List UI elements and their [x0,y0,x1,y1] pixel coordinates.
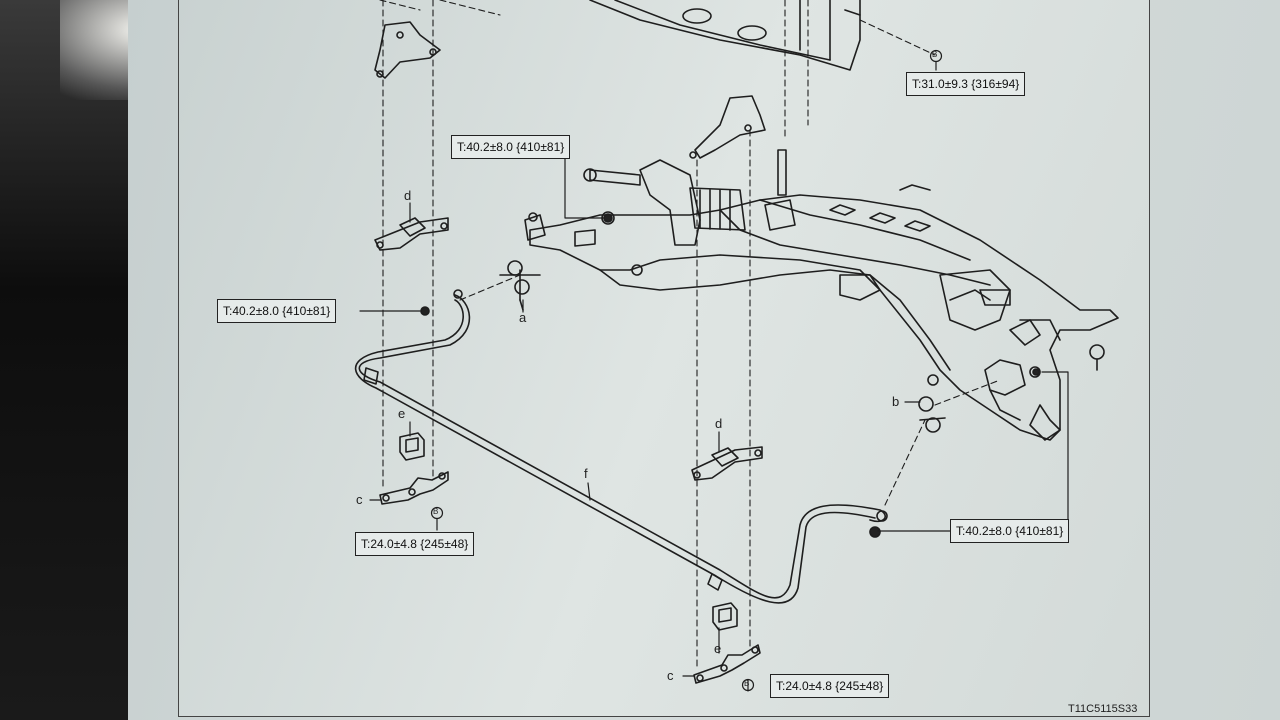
stabilizer-link-a [499,260,541,311]
bracket-c-center [693,644,761,684]
leader-lines [359,61,1069,692]
part-letter-c-left: c [356,492,363,507]
subframe-and-steering-rack [524,149,1119,441]
bracket-c-left [379,471,449,505]
part-letter-d-left: d [404,188,412,203]
upper-bracket-left [374,21,441,79]
diagram-page-frame [178,0,1150,717]
torque-label-bottom-left: T:24.0±4.8 {245±48} [355,532,475,556]
bracket-d-left [374,217,449,251]
part-letter-e-center: e [714,641,722,656]
torque-label-mid-left: T:40.2±8.0 {410±81} [217,299,337,323]
part-letter-c-center: c [667,668,674,683]
stabilizer-link-b [918,396,946,433]
part-letter-e-left: e [398,406,406,421]
torque-label-right: T:40.2±8.0 {410±81} [950,519,1070,543]
part-letter-a: a [519,310,527,325]
circled-letter-b-left: B [433,507,439,516]
part-letter-f: f [584,466,588,481]
part-letter-b: b [892,394,900,409]
torque-label-top-left: T:40.2±8.0 {410±81} [451,135,571,159]
front-crossmember-part [589,0,861,71]
circled-letter-b-center: B [744,679,750,688]
nuts [420,213,1040,538]
dashed-guide-lines [379,0,1001,671]
torque-label-bottom-center: T:24.0±4.8 {245±48} [770,674,890,698]
background-dark-area [0,0,140,720]
circled-letter-b-top: B [932,50,938,59]
bushing-e-left [399,432,425,461]
bracket-d-center [691,446,763,481]
part-letter-d-center: d [715,416,723,431]
upper-bracket-center [689,95,766,159]
stabilizer-bar-f [354,289,888,604]
torque-label-top-right: T:31.0±9.3 {316±94} [906,72,1026,96]
bushing-e-center [712,602,738,631]
figure-code: T11C5115S33 [1068,703,1138,715]
